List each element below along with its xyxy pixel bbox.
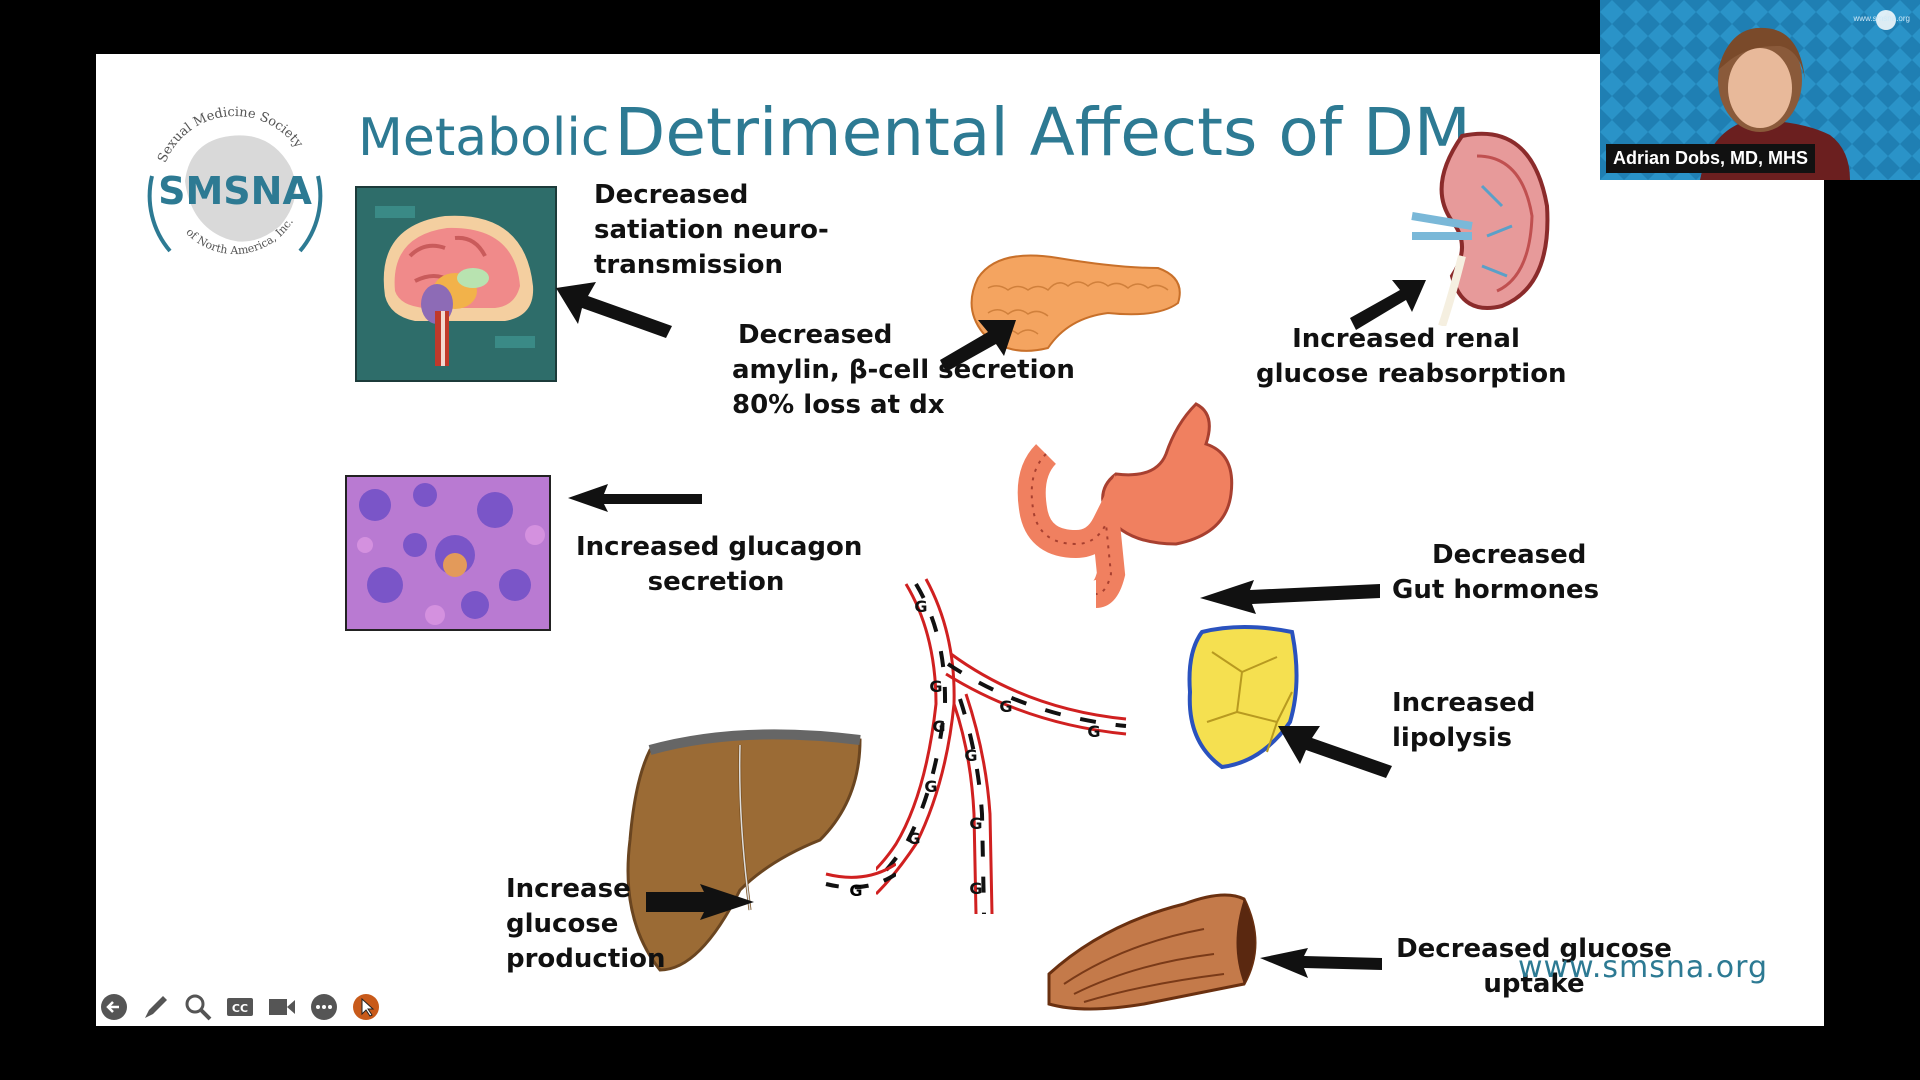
arrow-to-muscle	[1260, 948, 1382, 978]
pen-icon[interactable]	[140, 991, 172, 1023]
presentation-toolbar: CC	[98, 990, 382, 1024]
label-muscle: Decreased glucose uptake	[1396, 934, 1672, 999]
website-url: www.smsna.org	[1518, 950, 1769, 985]
vessel-marker-g: G	[932, 717, 945, 736]
label-brain: Decreased satiation neuro- transmission	[594, 180, 829, 280]
label-pancreas: Decreased amylin, β-cell secretion 80% l…	[732, 320, 1075, 420]
adipose-tissue-illustration	[1187, 625, 1299, 770]
vessel-marker-g: G	[924, 777, 937, 796]
video-icon[interactable]	[266, 991, 298, 1023]
logo-main-text: SMSNA	[158, 169, 312, 213]
muscle-illustration	[1047, 893, 1257, 1011]
more-icon[interactable]	[308, 991, 340, 1023]
vessel-marker-g: G	[929, 677, 942, 696]
vessel-marker-g: G	[1087, 722, 1100, 741]
arrow-to-glucagon	[568, 484, 702, 512]
title-part-1: Metabolic	[358, 108, 610, 168]
slide-title: Metabolic Detrimental Affects of DM	[358, 94, 1471, 171]
presentation-slide: Sexual Medicine Society SMSNA of North A…	[96, 54, 1824, 1026]
arrow-to-gut	[1200, 580, 1380, 614]
label-lipolysis: Increased lipolysis	[1392, 688, 1536, 753]
label-glucagon: Increased glucagon secretion	[576, 532, 863, 597]
vessel-marker-g: G	[964, 746, 977, 765]
kidney-illustration	[1411, 131, 1550, 326]
arrow-to-brain	[556, 282, 672, 338]
stomach-gut-illustration	[1017, 402, 1234, 608]
vessel-to-liver: G	[825, 862, 896, 900]
vessel-marker-g: G	[969, 814, 982, 833]
arrow-to-kidney	[1350, 280, 1426, 330]
arrow-to-adipose	[1278, 726, 1392, 778]
webcam-site-text: www.smsna.org	[1853, 14, 1910, 23]
zoom-icon[interactable]	[182, 991, 214, 1023]
vessel-marker-g: G	[999, 697, 1012, 716]
brain-illustration	[355, 186, 557, 382]
cc-icon[interactable]: CC	[224, 991, 256, 1023]
label-gut: Decreased Gut hormones	[1392, 540, 1600, 605]
pointer-icon[interactable]	[350, 991, 382, 1023]
arrow-to-pancreas	[940, 320, 1016, 372]
presenter-video-thumbnail[interactable]: www.smsna.org Adrian Dobs, MD, MHS	[1600, 0, 1920, 180]
arrow-to-liver	[646, 884, 754, 920]
vessel-marker-g: G	[907, 829, 920, 848]
presenter-name-tag: Adrian Dobs, MD, MHS	[1606, 144, 1816, 173]
svg-text:CC: CC	[232, 1002, 248, 1015]
title-part-2: Detrimental Affects of DM	[614, 94, 1471, 171]
glucagon-cells-image	[345, 475, 551, 631]
blood-vessels-diagram: G G G G G G G G G G	[876, 578, 1127, 914]
vessel-marker-g: G	[969, 879, 982, 898]
smsna-logo: Sexual Medicine Society SMSNA of North A…	[147, 105, 323, 257]
vessel-marker-g: G	[914, 597, 927, 616]
back-icon[interactable]	[98, 991, 130, 1023]
vessel-marker-g: G	[849, 881, 862, 900]
label-liver: Increase glucose production	[506, 874, 666, 974]
label-kidney: Increased renal glucose reabsorption	[1256, 324, 1567, 389]
